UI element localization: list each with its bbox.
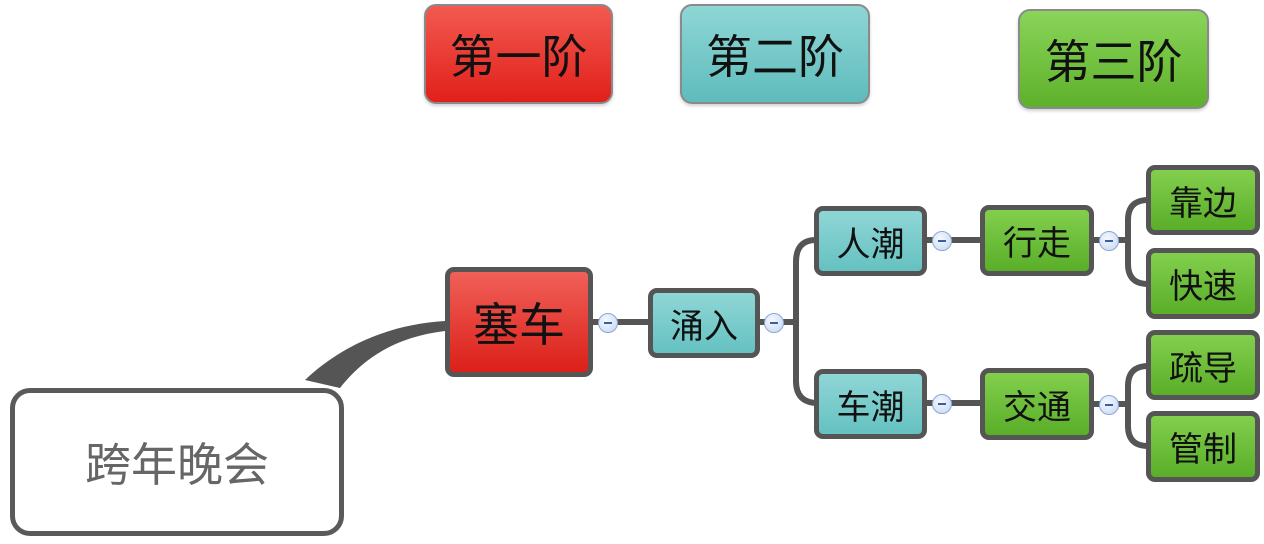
topic-shudao[interactable]: 疏导	[1146, 330, 1260, 400]
collapse-jiaotong-icon[interactable]	[1099, 395, 1119, 415]
topic-yongru[interactable]: 涌入	[648, 288, 760, 358]
topic-kuaisu[interactable]: 快速	[1146, 248, 1260, 319]
collapse-renchao-icon[interactable]	[932, 231, 952, 251]
collapse-xingzou-icon[interactable]	[1099, 231, 1119, 251]
collapse-yongru-icon[interactable]	[764, 313, 784, 333]
legend-level2: 第二阶	[680, 4, 870, 104]
topic-chechao[interactable]: 车潮	[814, 369, 927, 439]
topic-kaobian[interactable]: 靠边	[1146, 165, 1260, 235]
collapse-saiche-icon[interactable]	[598, 313, 618, 333]
topic-guanzhi[interactable]: 管制	[1146, 411, 1260, 482]
legend-level1: 第一阶	[424, 4, 613, 104]
collapse-chechao-icon[interactable]	[932, 394, 952, 414]
legend-level3: 第三阶	[1018, 9, 1209, 109]
topic-renchao[interactable]: 人潮	[814, 206, 927, 276]
topic-xingzou[interactable]: 行走	[980, 205, 1094, 276]
central-to-saiche-connector	[305, 321, 445, 388]
topic-saiche[interactable]: 塞车	[445, 267, 593, 377]
central-topic[interactable]: 跨年晚会	[10, 388, 344, 536]
topic-jiaotong[interactable]: 交通	[980, 368, 1094, 440]
